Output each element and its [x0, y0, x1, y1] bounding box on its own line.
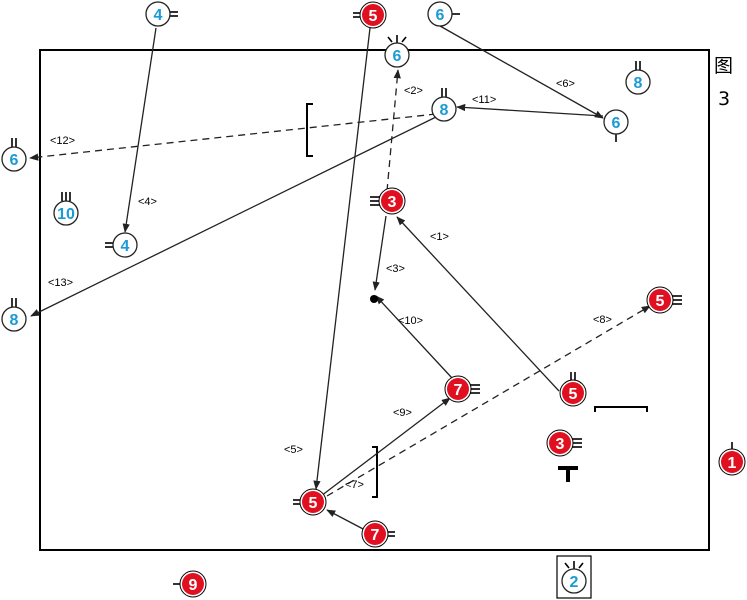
figure-caption-number: 3: [718, 88, 730, 110]
screen-t-mark: [558, 466, 578, 482]
player-number: 3: [556, 436, 565, 453]
screen-bracket-3: [594, 406, 648, 412]
player-number: 7: [371, 527, 380, 544]
arrow-13: [30, 116, 437, 317]
blue-player-b8-mid: 8: [431, 88, 457, 122]
player-box: [556, 555, 592, 599]
arrow-label-3: <3>: [386, 263, 405, 275]
player-number: 5: [369, 8, 378, 25]
player-number: 9: [189, 577, 198, 594]
blue-player-b6-mid: 6: [384, 35, 410, 68]
red-player-r3-mid: 3: [370, 187, 406, 215]
player-number: 5: [569, 386, 578, 403]
arrow-label-13: <13>: [48, 277, 73, 289]
figure-caption-char: 图: [714, 55, 733, 77]
red-player-r7-bottom: 7: [361, 520, 395, 548]
blue-player-b4-mid: 4: [105, 232, 138, 258]
blue-player-b8-tr: 8: [625, 61, 651, 95]
screen-bracket-1: [306, 103, 313, 157]
blue-player-b10: 10: [53, 192, 79, 226]
player-number: 7: [454, 382, 463, 399]
arrow-3: [372, 215, 387, 291]
player-number: 4: [121, 238, 130, 255]
arrow-label-6: <6>: [556, 78, 575, 90]
player-number: 6: [436, 7, 445, 24]
arrow-label-10: <10>: [398, 315, 423, 327]
blue-player-b4-top: 4: [145, 1, 178, 27]
arrow-label-7: <7>: [345, 479, 364, 491]
arrow-label-11: <11>: [472, 94, 496, 106]
screen-bracket-2: [372, 446, 378, 498]
player-number: 8: [10, 312, 19, 329]
arrow-2: [386, 69, 401, 192]
player-number: 3: [388, 194, 397, 211]
arrow-4: [122, 27, 157, 233]
player-number: 6: [10, 152, 19, 169]
player-number: 2: [570, 574, 579, 591]
red-player-r5-top: 5: [353, 1, 387, 29]
ball-dot: [370, 295, 378, 303]
red-player-r5-right: 5: [646, 286, 682, 314]
arrow-11: [456, 103, 604, 117]
player-number: 5: [309, 495, 318, 512]
arrow-label-5: <5>: [284, 444, 303, 456]
arrow-5: [313, 27, 371, 490]
blue-player-b2: 2: [556, 555, 592, 599]
arrow-10: [375, 295, 453, 379]
arrow-label-12: <12>: [50, 135, 75, 147]
arrow-labels: <1> <2> <3> <4> <5> <6> <7> <8> <9> <10>…: [48, 78, 612, 491]
red-player-r5-bottom: 5: [293, 488, 327, 516]
arrow-9: [320, 397, 451, 497]
player-number: 6: [393, 48, 402, 65]
court-boundary: [39, 49, 710, 551]
red-player-r3-br: 3: [546, 429, 582, 457]
blue-player-b8-left: 8: [1, 298, 27, 332]
player-number: 8: [440, 102, 449, 119]
arrow-8: [326, 305, 651, 497]
arrow-label-9: <9>: [393, 407, 412, 419]
red-player-r5-br: 5: [559, 372, 587, 407]
arrow-label-8: <8>: [593, 314, 612, 326]
arrow-6: [439, 25, 604, 119]
arrow-label-1: <1>: [430, 231, 449, 243]
blue-player-b6-right: 6: [603, 109, 629, 142]
arrow-1: [396, 216, 560, 392]
arrow-label-4: <4>: [138, 196, 157, 208]
player-number: 10: [57, 206, 75, 223]
arrow-7: [326, 509, 366, 531]
red-player-r9: 9: [173, 570, 207, 598]
player-number: 5: [656, 293, 665, 310]
player-number: 8: [634, 75, 643, 92]
arrow-label-2: <2>: [404, 85, 423, 97]
blue-player-b6-top: 6: [427, 1, 460, 27]
player-number: 6: [612, 115, 621, 132]
blue-player-b6-left: 6: [1, 138, 27, 172]
red-player-r7-mid: 7: [444, 375, 480, 403]
player-number: 4: [154, 7, 163, 24]
arrows-layer: [29, 25, 651, 531]
arrow-12: [29, 113, 437, 161]
red-player-r1: 1: [718, 442, 746, 476]
player-number: 1: [728, 455, 737, 472]
